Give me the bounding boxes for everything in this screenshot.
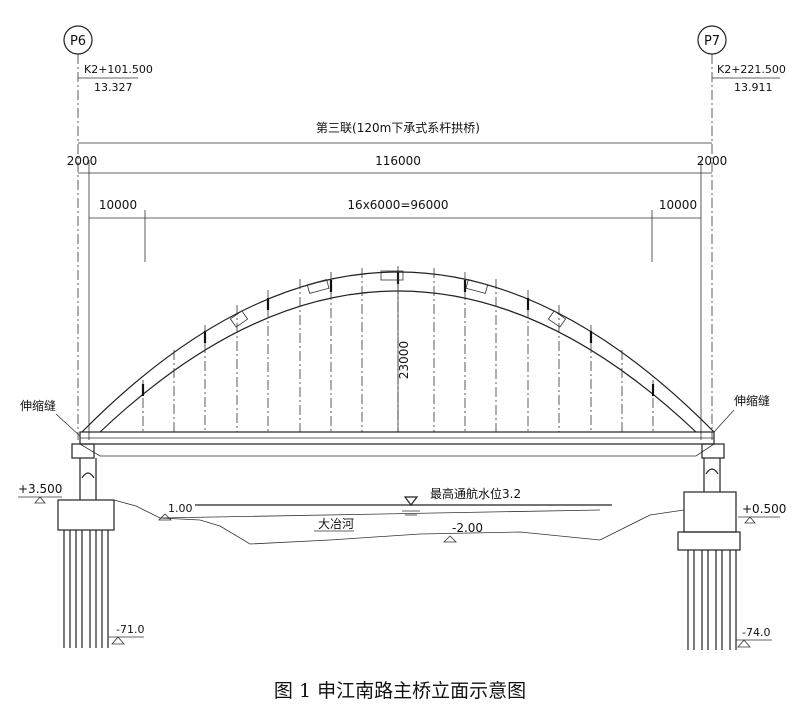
pile-tip-left: -71.0 — [116, 623, 144, 636]
pile-tip-right: -74.0 — [742, 626, 770, 639]
arch-bracing — [229, 270, 567, 328]
piles-left — [63, 530, 109, 648]
leader-expansion-right — [713, 409, 735, 433]
bed-bottom-marker — [443, 535, 457, 543]
bed-left-marker — [158, 513, 172, 521]
station-left: K2+101.500 — [84, 63, 153, 76]
span-title: 第三联(120m下承式系杆拱桥) — [316, 121, 480, 135]
pier-marker-right: P7 — [697, 25, 727, 55]
bed-bottom-elev: -2.00 — [452, 521, 483, 535]
figure-caption: 图 1 申江南路主桥立面示意图 — [273, 680, 527, 702]
water-level-label: 最高通航水位3.2 — [430, 486, 521, 501]
pier-marker-left: P6 — [63, 25, 93, 55]
station-right: K2+221.500 — [717, 63, 786, 76]
river-bank — [113, 499, 685, 545]
river-bed — [159, 509, 601, 519]
pier-id-right: P7 — [704, 34, 720, 49]
expansion-joint-left: 伸缩缝 — [20, 398, 56, 413]
bed-left-elev: 1.00 — [168, 502, 193, 515]
pier-right — [677, 443, 741, 551]
pier-id-left: P6 — [70, 34, 86, 49]
expansion-joint-right: 伸缩缝 — [734, 393, 770, 408]
leader-expansion-left — [55, 413, 81, 437]
dim-main: 116000 — [375, 154, 421, 168]
dim-middle-sub: 16x6000=96000 — [347, 198, 448, 212]
river-name: 大冶河 — [318, 517, 354, 531]
pile-tip-marker-right — [737, 639, 751, 648]
elev-right: +0.500 — [742, 502, 786, 516]
elev-marker-left — [34, 496, 46, 504]
dim-right-end: 2000 — [697, 154, 728, 168]
elev-marker-right — [744, 516, 756, 524]
dim-left-sub: 10000 — [99, 198, 137, 212]
piles-right — [687, 550, 737, 650]
deck-underside — [79, 443, 715, 457]
water-level-icon — [403, 496, 419, 506]
elevation-right: 13.911 — [734, 81, 773, 94]
elev-left: +3.500 — [18, 482, 62, 496]
dim-rise: 23000 — [397, 341, 411, 379]
pile-tip-marker-left — [111, 636, 125, 645]
dim-left-end: 2000 — [67, 154, 98, 168]
dim-right-sub: 10000 — [659, 198, 697, 212]
elevation-left: 13.327 — [94, 81, 133, 94]
pier-left — [57, 443, 115, 531]
